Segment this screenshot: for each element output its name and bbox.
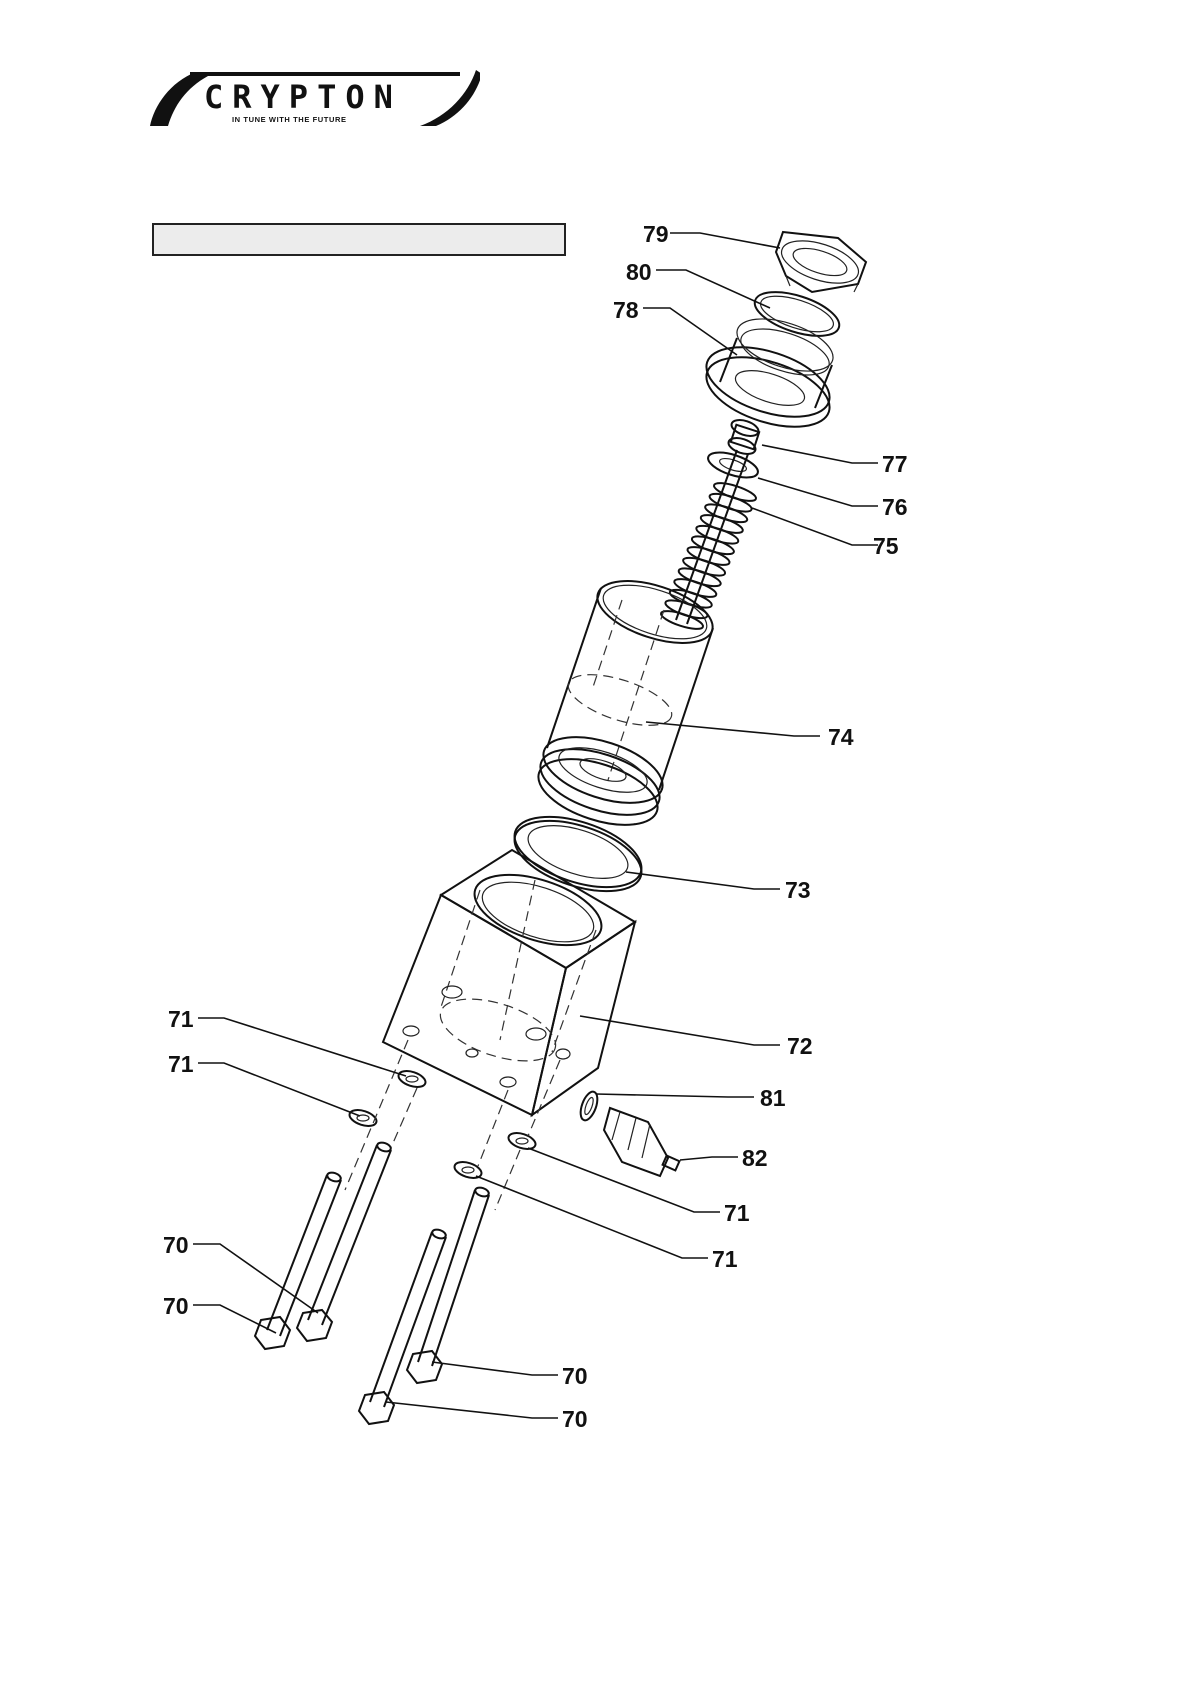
callout-70-a: 70 [163, 1232, 189, 1258]
part-71-washers [348, 1068, 538, 1181]
callout-71-a: 71 [168, 1006, 194, 1032]
part-79-hex-cap [776, 232, 866, 292]
callout-71-b: 71 [168, 1051, 194, 1077]
callout-75: 75 [873, 533, 899, 559]
callout-78: 78 [613, 297, 639, 323]
callout-71-c: 71 [724, 1200, 750, 1226]
spring-coil [699, 511, 745, 536]
callout-70-c: 70 [562, 1363, 588, 1389]
part-82-valve-plug [604, 1108, 679, 1176]
callout-70-d: 70 [562, 1406, 588, 1432]
part-77-spring-retainer [727, 417, 761, 457]
spring-coil [673, 575, 719, 600]
part-78-upper-flange [698, 309, 839, 441]
leader-lines [193, 233, 878, 1418]
spring-coil [695, 522, 741, 547]
callout-82: 82 [742, 1145, 768, 1171]
callout-72: 72 [787, 1033, 813, 1059]
callout-81: 81 [760, 1085, 786, 1111]
callout-79: 79 [643, 221, 669, 247]
callout-70-b: 70 [163, 1293, 189, 1319]
callout-80: 80 [626, 259, 652, 285]
callout-71-d: 71 [712, 1246, 738, 1272]
spring-coil [668, 586, 714, 611]
callout-77: 77 [882, 451, 908, 477]
callout-76: 76 [882, 494, 908, 520]
callout-73: 73 [785, 877, 811, 903]
part-70-bolts [255, 1141, 490, 1424]
callout-labels: 79 80 78 77 76 75 74 73 72 81 82 71 71 7… [163, 221, 908, 1432]
callout-74: 74 [828, 724, 854, 750]
